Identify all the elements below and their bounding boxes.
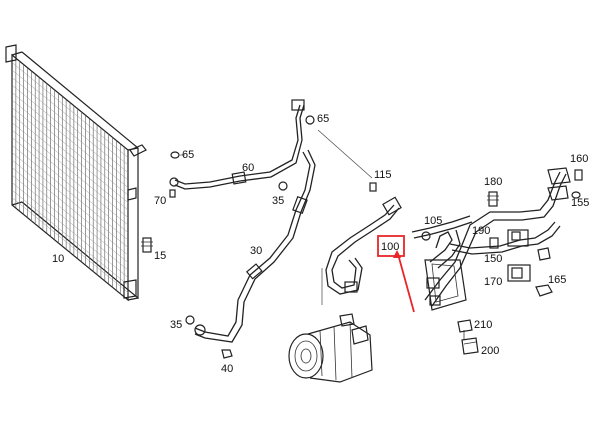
- part-label-100[interactable]: 100: [381, 241, 399, 253]
- condenser[interactable]: [5, 44, 147, 302]
- part-label-65b[interactable]: 65: [317, 113, 329, 125]
- part-label-40[interactable]: 40: [221, 363, 233, 375]
- condenser-fins: [11, 58, 129, 297]
- seal-ring-35a[interactable]: [278, 181, 288, 191]
- part-label-65a[interactable]: 65: [182, 149, 194, 161]
- part-label-70[interactable]: 70: [154, 195, 166, 207]
- highlight-arrow-head: [393, 250, 401, 258]
- oring-70[interactable]: [169, 189, 176, 198]
- part-label-165[interactable]: 165: [548, 274, 566, 286]
- part-label-200[interactable]: 200: [481, 345, 499, 357]
- highlight-box: [377, 235, 405, 257]
- ac-compressor[interactable]: [288, 313, 373, 383]
- part-label-210[interactable]: 210: [474, 319, 492, 331]
- pipe-60[interactable]: [169, 99, 305, 190]
- pipe-fitting-115[interactable]: [369, 182, 377, 192]
- part-label-60[interactable]: 60: [242, 162, 254, 174]
- part-label-180[interactable]: 180: [484, 176, 502, 188]
- part-label-35b[interactable]: 35: [170, 319, 182, 331]
- seal-ring-65b[interactable]: [305, 115, 315, 125]
- valve-180[interactable]: [487, 191, 499, 207]
- fitting-105[interactable]: [421, 231, 431, 241]
- part-label-15[interactable]: 15: [154, 250, 166, 262]
- fitting-155[interactable]: [571, 191, 581, 199]
- part-labels: 10 15 30 35 35 40 60 65 65 70 100 105 11…: [52, 113, 589, 375]
- part-label-30[interactable]: 30: [250, 245, 262, 257]
- part-label-155[interactable]: 155: [571, 197, 589, 209]
- valve-190[interactable]: [489, 237, 499, 249]
- highlight-arrow-line: [397, 253, 415, 313]
- part-label-10[interactable]: 10: [52, 253, 64, 265]
- part-label-190[interactable]: 190: [472, 225, 490, 237]
- part-label-105[interactable]: 105: [424, 215, 442, 227]
- part-label-35a[interactable]: 35: [272, 195, 284, 207]
- part-label-170[interactable]: 170: [484, 276, 502, 288]
- valve-210[interactable]: [457, 319, 473, 340]
- seal-ring-35b[interactable]: [185, 315, 195, 325]
- clip-40[interactable]: [221, 349, 233, 359]
- part-label-160[interactable]: 160: [570, 153, 588, 165]
- pipe-fitting-15[interactable]: [141, 237, 153, 253]
- part-label-150[interactable]: 150: [484, 253, 502, 265]
- fitting-160[interactable]: [574, 169, 583, 181]
- pipe-30[interactable]: [194, 149, 316, 343]
- hose-assembly-right[interactable]: [411, 167, 571, 311]
- clip-165[interactable]: [535, 284, 553, 297]
- highlight-marker: [377, 235, 415, 313]
- seal-ring-65a[interactable]: [170, 151, 185, 159]
- cap-200[interactable]: [461, 337, 479, 355]
- hose-assembly-100[interactable]: [325, 196, 402, 295]
- part-label-115[interactable]: 115: [374, 169, 392, 181]
- pressure-sensor-170[interactable]: [507, 264, 531, 282]
